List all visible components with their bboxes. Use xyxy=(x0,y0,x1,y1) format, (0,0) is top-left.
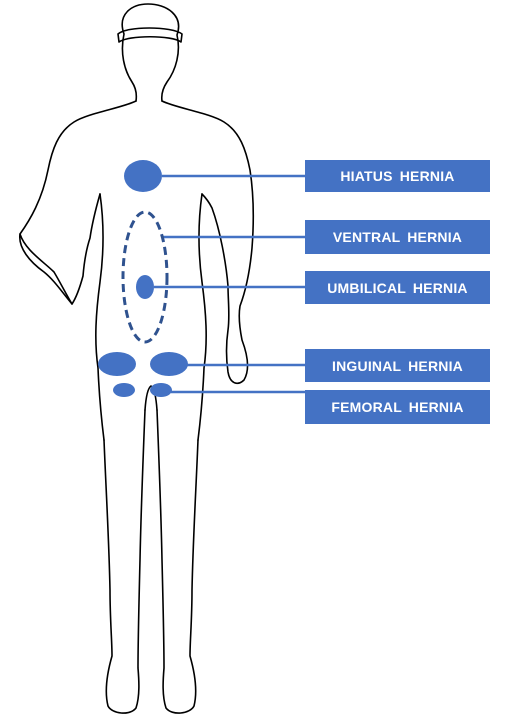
femoral-hernia-label: FEMORAL HERNIA xyxy=(305,390,490,424)
right-torso xyxy=(198,194,206,440)
left-leg xyxy=(104,410,145,713)
femoral-left-marker xyxy=(113,383,135,397)
cap-band xyxy=(118,28,182,42)
ventral-hernia-label: VENTRAL HERNIA xyxy=(305,220,490,254)
umbilical-marker xyxy=(136,275,154,299)
inguinal-left-marker xyxy=(98,352,136,376)
inguinal-hernia-label: INGUINAL HERNIA xyxy=(305,349,490,382)
inguinal-right-marker xyxy=(150,352,188,376)
femoral-right-marker xyxy=(150,383,172,397)
right-shoulder-arm xyxy=(162,101,253,383)
hernia-markers xyxy=(98,160,188,397)
right-leg xyxy=(157,410,198,713)
left-shoulder-arm xyxy=(20,101,136,304)
body-silhouette xyxy=(20,4,254,713)
head-outline xyxy=(122,4,178,101)
left-arm-inner xyxy=(20,234,72,304)
left-torso xyxy=(96,194,104,440)
hiatus-marker xyxy=(124,160,162,192)
hiatus-hernia-label: HIATUS HERNIA xyxy=(305,160,490,192)
umbilical-hernia-label: UMBILICAL HERNIA xyxy=(305,271,490,304)
